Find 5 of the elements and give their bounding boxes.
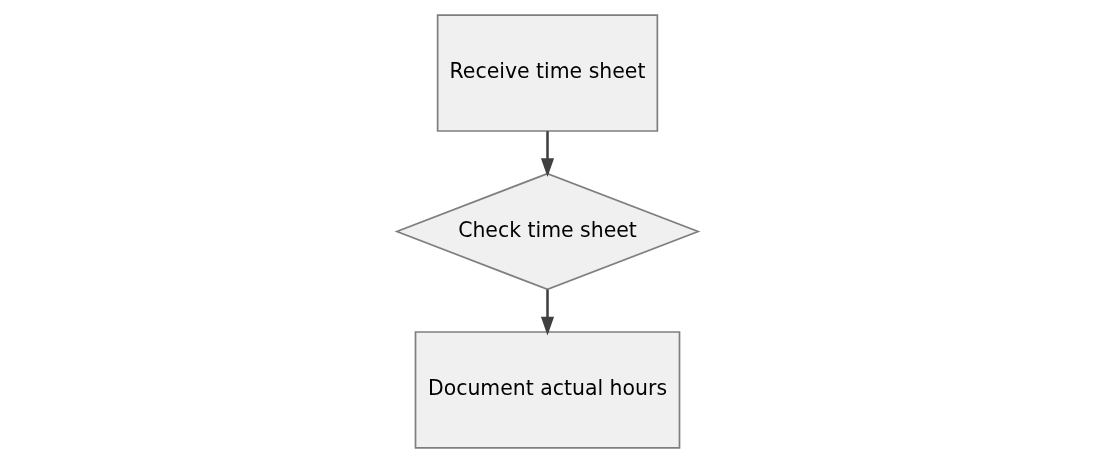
node-box: Receive time sheet	[436, 14, 659, 132]
node-box: Document actual hours	[414, 331, 681, 449]
arrow	[540, 131, 555, 178]
node-diamond: Check time sheet	[394, 172, 701, 291]
arrow	[540, 289, 555, 336]
